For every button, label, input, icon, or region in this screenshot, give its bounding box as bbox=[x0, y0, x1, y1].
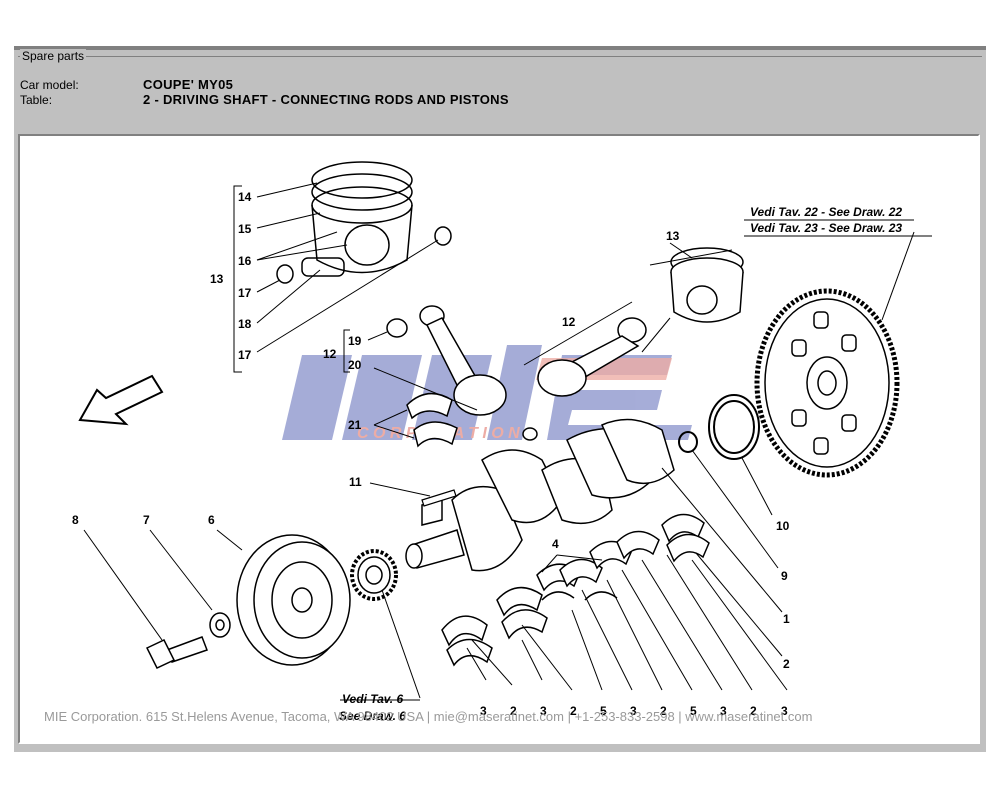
rear-oil-seal bbox=[678, 394, 760, 460]
callout-6: 6 bbox=[208, 513, 215, 527]
callout-bottom-2d: 2 bbox=[750, 704, 757, 718]
callout-bottom-3a: 3 bbox=[480, 704, 487, 718]
crankshaft-pulley bbox=[236, 534, 351, 666]
drawing-frame: C O R P O R A T I O N bbox=[18, 134, 980, 744]
ref-table-6: Vedi Tav. 6 bbox=[342, 692, 403, 706]
piston-assembly-left bbox=[276, 161, 452, 284]
callout-16: 16 bbox=[238, 254, 252, 268]
group-legend: Spare parts bbox=[20, 49, 87, 63]
callouts: 14 15 16 13 17 18 17 19 12 20 21 12 13 1… bbox=[72, 190, 790, 718]
ref-table-22: Vedi Tav. 22 - See Draw. 22 bbox=[750, 205, 902, 219]
ref-draw-6: See Draw. 6 bbox=[339, 709, 406, 723]
callout-14: 14 bbox=[238, 190, 252, 204]
leader-lines bbox=[83, 182, 932, 701]
callout-8: 8 bbox=[72, 513, 79, 527]
woodruff-key bbox=[421, 489, 457, 507]
table-value: 2 - DRIVING SHAFT - CONNECTING RODS AND … bbox=[143, 92, 509, 107]
callout-9: 9 bbox=[781, 569, 788, 583]
exploded-parts-drawing: C O R P O R A T I O N bbox=[44, 161, 932, 724]
callout-17-bottom: 17 bbox=[238, 348, 252, 362]
callout-bottom-3c: 3 bbox=[630, 704, 637, 718]
car-model-label: Car model: bbox=[20, 78, 79, 92]
car-model-value: COUPE' MY05 bbox=[143, 77, 234, 92]
callout-bottom-2a: 2 bbox=[510, 704, 517, 718]
spare-parts-panel: Spare parts Car model: COUPE' MY05 Table… bbox=[14, 46, 986, 752]
callout-4: 4 bbox=[552, 537, 559, 551]
callout-10: 10 bbox=[776, 519, 790, 533]
table-label: Table: bbox=[20, 93, 53, 107]
callout-11: 11 bbox=[349, 475, 362, 489]
callout-13-left: 13 bbox=[210, 272, 224, 286]
flywheel bbox=[754, 288, 900, 478]
callout-bottom-5a: 5 bbox=[600, 704, 607, 718]
connecting-rod-left bbox=[386, 305, 538, 448]
timing-gear bbox=[350, 549, 398, 601]
callout-bottom-3e: 3 bbox=[781, 704, 788, 718]
callout-7: 7 bbox=[143, 513, 150, 527]
footer-contact: MIE Corporation. 615 St.Helens Avenue, T… bbox=[44, 709, 812, 724]
callout-bottom-2b: 2 bbox=[570, 704, 577, 718]
pulley-washer bbox=[209, 612, 231, 638]
crankshaft bbox=[405, 418, 675, 572]
callout-12-right: 12 bbox=[562, 315, 576, 329]
callout-bottom-2c: 2 bbox=[660, 704, 667, 718]
callout-bottom-3d: 3 bbox=[720, 704, 727, 718]
main-bearing-shells bbox=[441, 513, 710, 667]
callout-17-top: 17 bbox=[238, 286, 252, 300]
callout-2-right: 2 bbox=[783, 657, 790, 671]
callout-20: 20 bbox=[348, 358, 362, 372]
piston-right bbox=[670, 247, 744, 323]
callout-15: 15 bbox=[238, 222, 252, 236]
group-border bbox=[18, 56, 982, 57]
callout-bottom-3b: 3 bbox=[540, 704, 547, 718]
callout-bottom-5b: 5 bbox=[690, 704, 697, 718]
callout-18: 18 bbox=[238, 317, 252, 331]
top-bar bbox=[14, 46, 986, 50]
front-direction-arrow bbox=[78, 374, 164, 426]
pulley-bolt bbox=[145, 636, 208, 669]
ref-table-23: Vedi Tav. 23 - See Draw. 23 bbox=[750, 221, 902, 235]
callout-12-left: 12 bbox=[323, 347, 337, 361]
connecting-rod-right bbox=[537, 317, 647, 397]
callout-1: 1 bbox=[783, 612, 790, 626]
callout-21: 21 bbox=[348, 418, 362, 432]
callout-19: 19 bbox=[348, 334, 362, 348]
callout-13-right: 13 bbox=[666, 229, 680, 243]
